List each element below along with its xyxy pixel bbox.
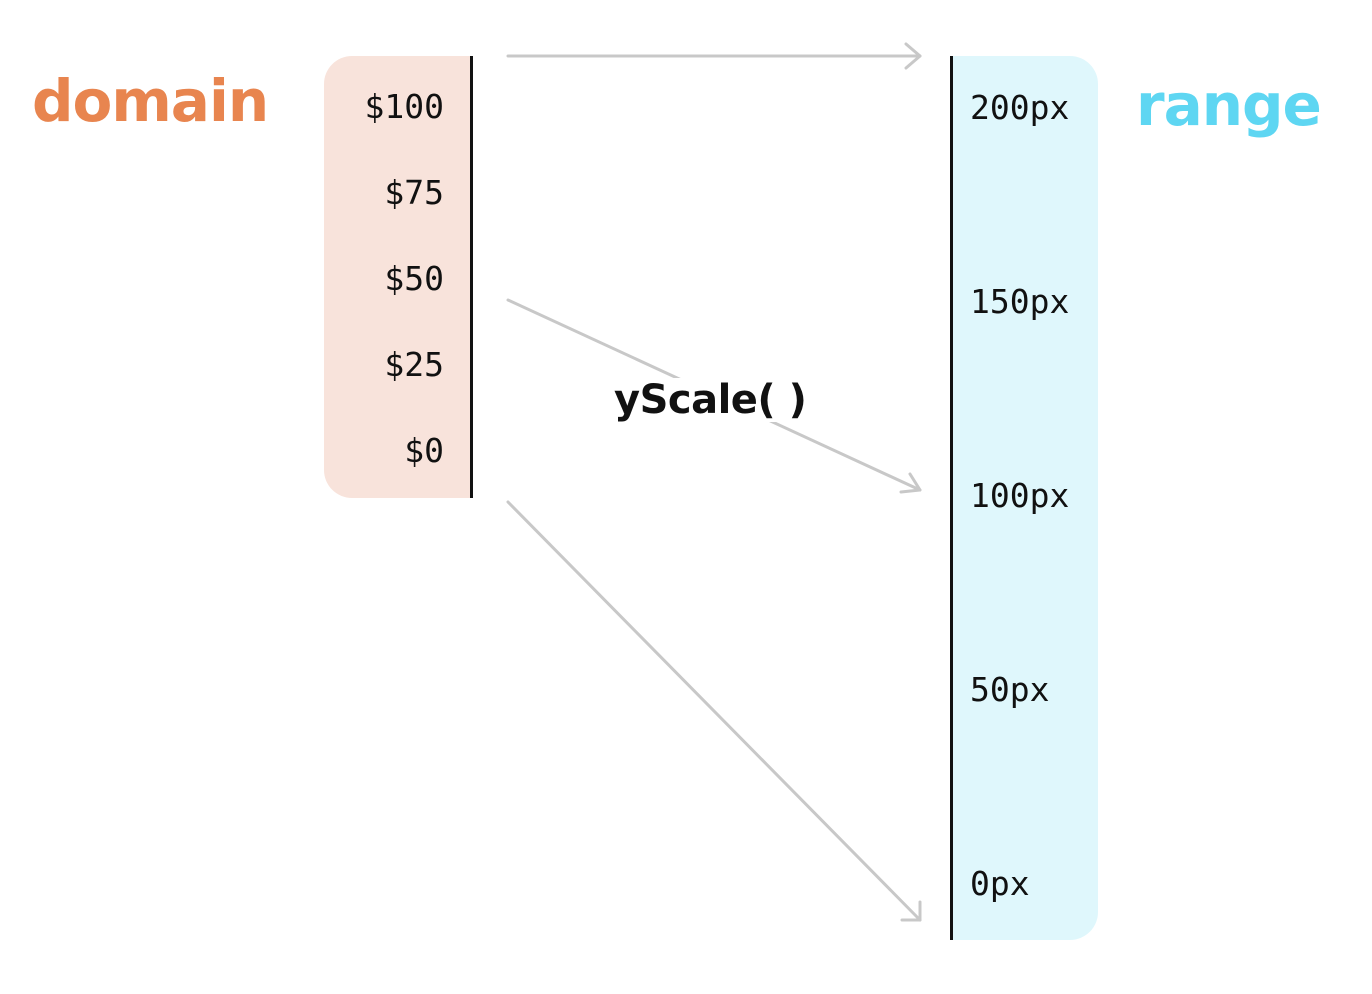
range-tick-150: 150px: [970, 282, 1070, 321]
domain-tick-100: $100: [364, 87, 444, 126]
domain-tick-50: $50: [384, 259, 444, 298]
range-tick-0: 0px: [970, 864, 1030, 903]
range-axis-line: [950, 56, 953, 940]
range-tick-50: 50px: [970, 670, 1050, 709]
domain-tick-0: $0: [404, 431, 444, 470]
yscale-function-label: yScale( ): [612, 377, 809, 423]
domain-title: domain: [32, 67, 269, 135]
range-tick-100: 100px: [970, 476, 1070, 515]
domain-axis-line: [470, 56, 473, 498]
range-panel: [952, 56, 1098, 940]
range-tick-200: 200px: [970, 88, 1070, 127]
domain-tick-25: $25: [384, 345, 444, 384]
domain-tick-75: $75: [384, 173, 444, 212]
arrow-0-to-0: [506, 500, 922, 922]
domain-panel: [324, 56, 472, 498]
range-title: range: [1136, 71, 1322, 139]
arrow-100-to-200: [506, 42, 922, 70]
